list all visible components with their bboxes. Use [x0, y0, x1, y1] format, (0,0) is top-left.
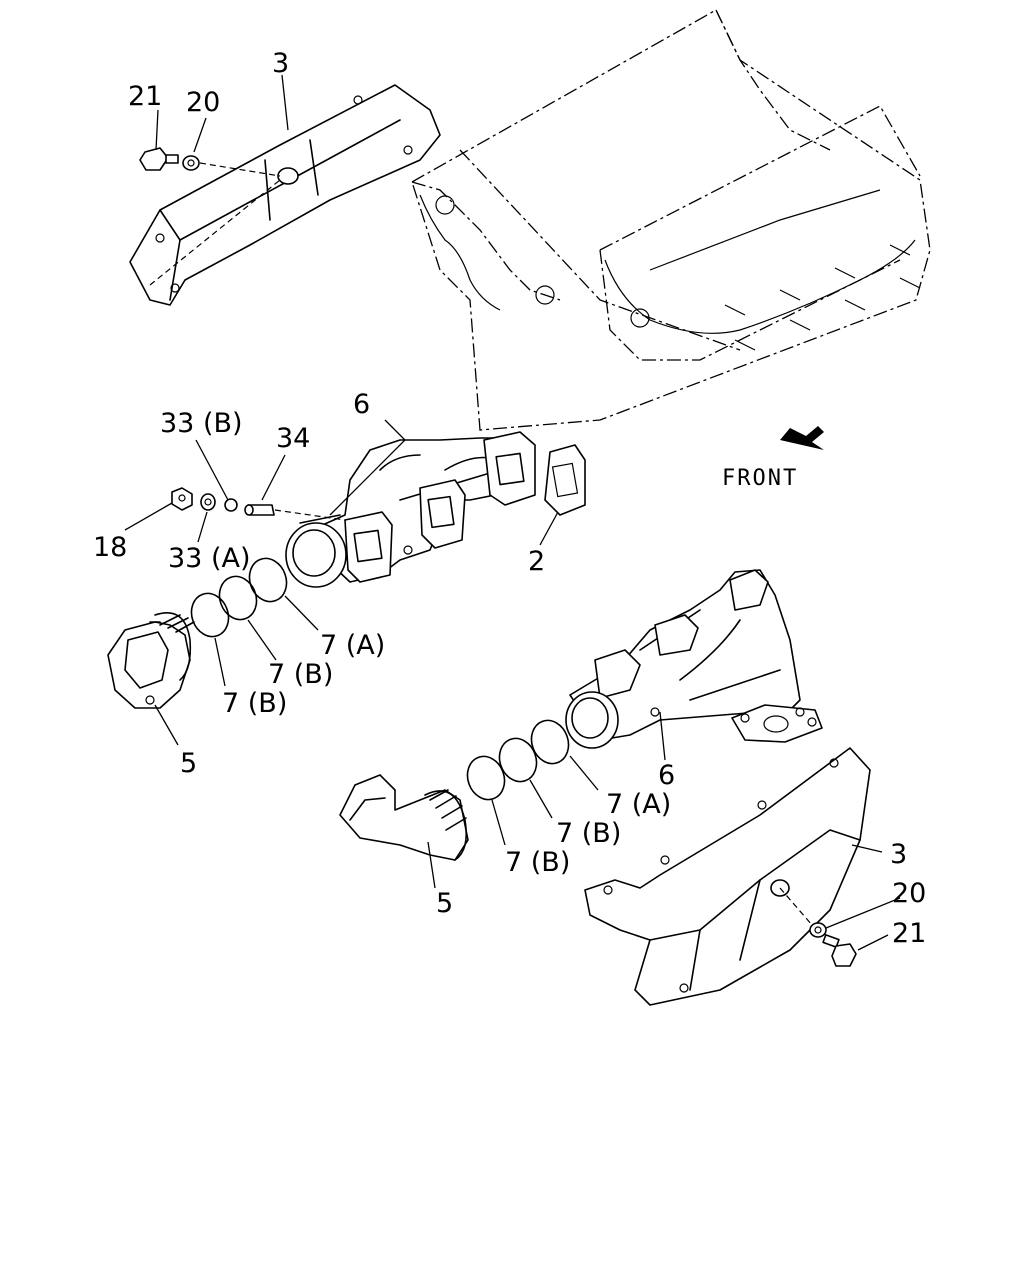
engine-block-outline — [411, 9, 931, 431]
heat-shield-top — [129, 84, 441, 306]
label-ring-7b-left-2: 7 (B) — [222, 688, 287, 719]
exhaust-manifold-left — [285, 431, 536, 588]
seal-rings-left — [190, 557, 288, 638]
exhaust-manifold-right — [565, 569, 823, 749]
label-ring-7a-right: 7 (A) — [606, 789, 671, 820]
label-shield-top: 3 — [272, 48, 289, 79]
label-bolt-top: 21 — [128, 81, 162, 112]
label-washer-33a: 33 (A) — [168, 543, 250, 574]
label-ring-7a-left: 7 (A) — [320, 630, 385, 661]
label-washer-top: 20 — [186, 87, 220, 118]
arrow-front-icon — [780, 426, 824, 450]
label-stud-33b: 33 (B) — [160, 408, 243, 439]
exhaust-elbow-left — [107, 612, 195, 709]
leader-lines — [124, 74, 901, 951]
label-ring-7b-right-2: 7 (B) — [505, 847, 570, 878]
label-manifold-left: 6 — [353, 389, 370, 420]
label-shield-right: 3 — [890, 839, 907, 870]
label-gasket-2: 2 — [528, 546, 545, 577]
label-washer-right: 20 — [892, 878, 926, 909]
label-bolt-right: 21 — [892, 918, 926, 949]
stud-33b-icon — [224, 498, 238, 512]
seal-rings-right — [466, 719, 570, 801]
exhaust-elbow-right — [339, 774, 469, 861]
nut-18-icon — [171, 487, 193, 511]
bolt-top-icon — [139, 147, 179, 171]
pipe-34-icon — [244, 504, 275, 516]
part-labels: 3 21 20 6 33 (B) 34 18 33 (A) 2 7 (A) 7 … — [93, 48, 926, 949]
front-label: FRONT — [722, 466, 798, 491]
washer-right-icon — [809, 922, 827, 938]
label-manifold-right: 6 — [658, 760, 675, 791]
label-elbow-right: 5 — [436, 888, 453, 919]
washer-top-icon — [182, 155, 200, 171]
heat-shield-right — [584, 747, 871, 1006]
gasket-icon — [544, 444, 586, 516]
label-elbow-left: 5 — [180, 748, 197, 779]
label-nut-18: 18 — [93, 532, 127, 563]
label-ring-7b-left-1: 7 (B) — [268, 659, 333, 690]
washer-33a-icon — [200, 493, 216, 511]
label-ring-7b-right-1: 7 (B) — [556, 818, 621, 849]
label-pipe-34: 34 — [276, 423, 310, 454]
bolt-right-icon — [822, 934, 857, 967]
